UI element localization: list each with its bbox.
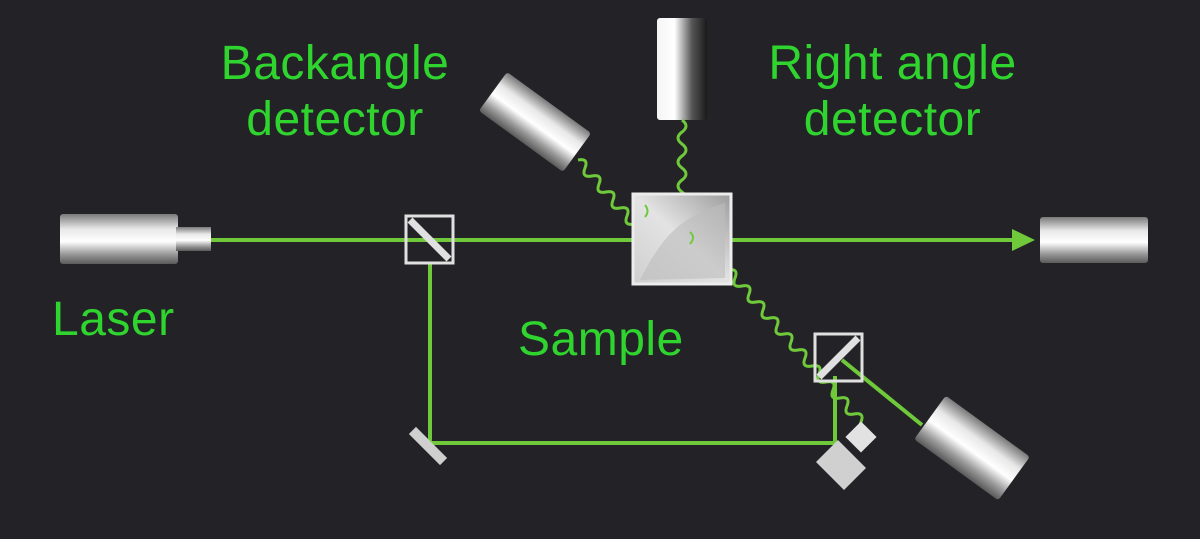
beam-splitter-left bbox=[404, 214, 455, 265]
right-angle-detector bbox=[657, 18, 707, 120]
right-angle-label-line-1: Right angle bbox=[768, 37, 1017, 90]
backangle-detector bbox=[480, 73, 590, 171]
forward-scatter-wave bbox=[727, 268, 869, 432]
forward-angle-detector bbox=[915, 396, 1029, 500]
transmission-detector bbox=[1040, 217, 1148, 263]
backangle-label-line-2: detector bbox=[246, 93, 424, 146]
backangle-label-line-1: Backangle bbox=[220, 37, 450, 90]
right-angle-label-line-2: detector bbox=[803, 93, 982, 146]
reference-beam bbox=[428, 262, 837, 445]
laser-source bbox=[60, 214, 211, 264]
backangle-detector-label: Backangle detector bbox=[205, 36, 465, 148]
backangle-scatter-wave bbox=[577, 158, 644, 233]
mixed-beam bbox=[840, 358, 924, 427]
mirror-bottom-left bbox=[408, 426, 448, 466]
beam-splitter-right bbox=[813, 332, 864, 383]
sample-cuvette bbox=[631, 192, 733, 286]
main-beam bbox=[211, 229, 1035, 251]
right-angle-detector-label: Right angle detector bbox=[745, 36, 1040, 148]
laser-label: Laser bbox=[52, 293, 175, 346]
mirror-bottom-right bbox=[816, 421, 877, 490]
sample-label: Sample bbox=[518, 313, 684, 366]
